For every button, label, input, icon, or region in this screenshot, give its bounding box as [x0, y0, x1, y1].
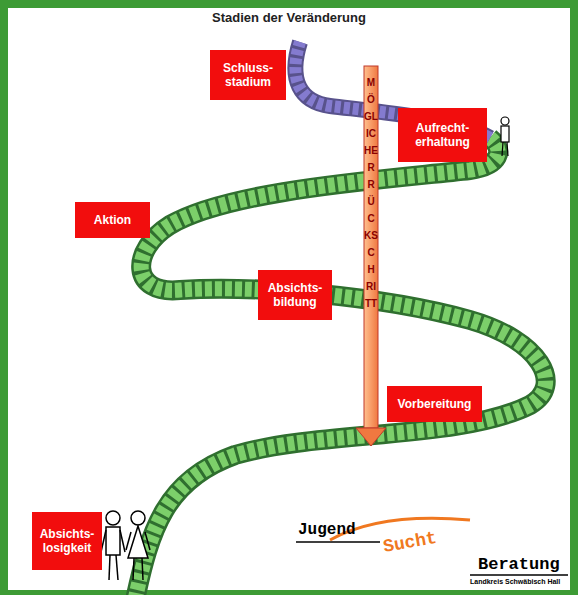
rueckschritt-text: MÖGLICHER RÜCKSCHRITT — [364, 74, 378, 312]
stage-label: Vorbereitung — [398, 397, 472, 411]
logo-landkreis: Landkreis Schwäbisch Hall — [470, 578, 560, 585]
stage-box: Aktion — [75, 202, 150, 238]
stage-box: Schluss- stadium — [210, 50, 286, 100]
stage-box: Absichts- bildung — [258, 270, 332, 320]
stage-label: Absichts- bildung — [262, 281, 328, 310]
stage-label: Aufrecht- erhaltung — [402, 121, 483, 150]
logo-beratung: Beratung — [478, 556, 560, 573]
stage-label: Aktion — [94, 213, 131, 227]
stage-box: Aufrecht- erhaltung — [398, 108, 487, 162]
logo-sucht: Sucht — [382, 529, 438, 556]
stage-label: Schluss- stadium — [214, 61, 282, 90]
stage-box: Absichts- losigkeit — [32, 512, 102, 570]
stage-box: Vorbereitung — [387, 386, 482, 422]
stage-label: Absichts- losigkeit — [36, 527, 98, 556]
logo-jugend: Jugend — [298, 522, 356, 538]
diagram-title: Stadien der Veränderung — [0, 10, 578, 26]
